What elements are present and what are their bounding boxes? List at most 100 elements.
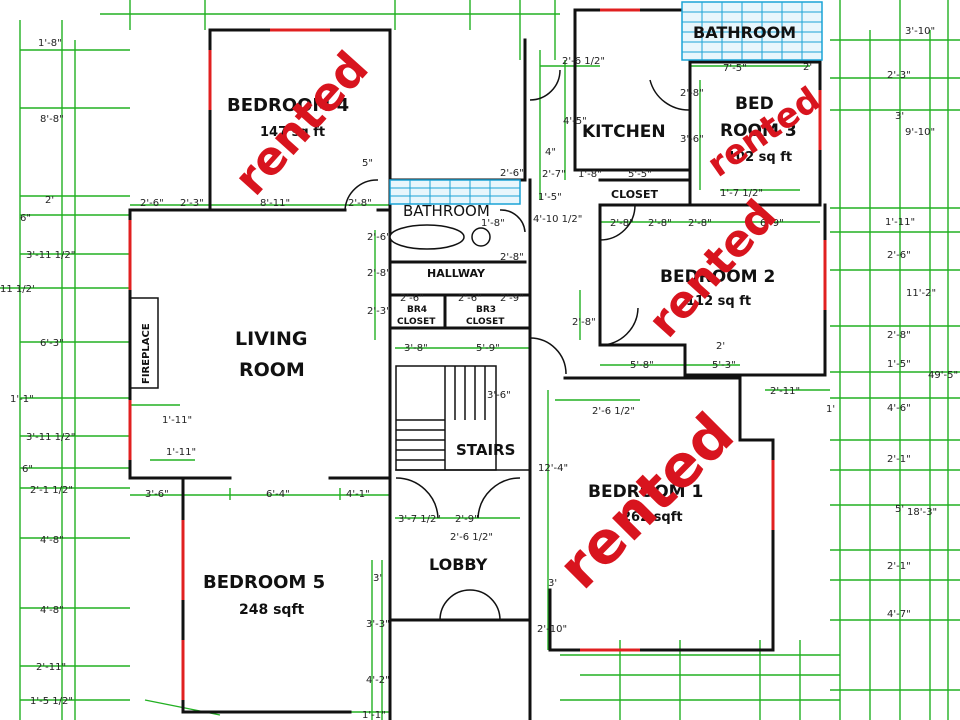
dim: 5" xyxy=(362,158,373,169)
dim: 2'-9" xyxy=(500,293,524,304)
lobby-label: LOBBY xyxy=(429,555,488,574)
dim: 18'-3" xyxy=(907,507,937,518)
room-labels: BEDROOM 4 147 sq ft BATHROOM KITCHEN BED… xyxy=(141,23,797,618)
dim: 2'-1 1/2" xyxy=(30,485,73,496)
dim: 3' xyxy=(895,111,904,122)
br4-closet-line1: BR4 xyxy=(407,305,427,315)
dim: 2'-1" xyxy=(887,454,911,465)
dim: 3'-6" xyxy=(487,390,511,401)
doors xyxy=(344,69,691,621)
dim: 3' xyxy=(373,573,382,584)
bedroom3-label-2: ROOM 3 xyxy=(720,121,797,141)
dim: 6" xyxy=(20,213,31,224)
dim: 7'-5" xyxy=(723,63,747,74)
dim: 1'-11" xyxy=(162,415,192,426)
bedroom2-area: 112 sq ft xyxy=(686,294,751,309)
dim: 4'-8" xyxy=(40,605,64,616)
dim: 2'-8" xyxy=(688,218,712,229)
dim: 2'-6" xyxy=(140,198,164,209)
bedroom4-label: BEDROOM 4 xyxy=(227,95,349,116)
dim: 5'-9" xyxy=(476,343,500,354)
dim: 2'-6" xyxy=(367,232,391,243)
dim: 5'-8" xyxy=(630,360,654,371)
dim: 3'-7 1/2" xyxy=(398,514,441,525)
dim: 2'-1" xyxy=(887,561,911,572)
br3-closet-line1: BR3 xyxy=(476,305,496,315)
dim: 3' xyxy=(548,578,557,589)
dim: 1'-8" xyxy=(578,169,602,180)
dim: 2'-6" xyxy=(400,293,424,304)
dim: 2'-8" xyxy=(348,198,372,209)
living-label-2: ROOM xyxy=(239,359,305,381)
bedroom4-area: 147 sq ft xyxy=(260,125,325,140)
dim: 2'-11" xyxy=(36,662,66,673)
dim: 4'-7" xyxy=(887,609,911,620)
dim: 3'-11 1/2" xyxy=(26,250,75,261)
dim: 2' xyxy=(803,62,812,73)
dim: 2'-8" xyxy=(572,317,596,328)
dim: 2' xyxy=(45,195,54,206)
dim: 6'-4" xyxy=(266,489,290,500)
dim: 2'-6 1/2" xyxy=(592,406,635,417)
dimension-labels: 1'-8" 8'-8" 2' 6" 3'-11 1/2" 11 1/2' 6'-… xyxy=(0,26,958,720)
dim: 2'-6" xyxy=(458,293,482,304)
dim: 2'-9" xyxy=(455,514,479,525)
stair-treads xyxy=(396,366,486,470)
dim: 8'-8" xyxy=(40,114,64,125)
dim: 2'-3" xyxy=(887,70,911,81)
bedroom1-area: 262 sqft xyxy=(622,510,683,525)
dim: 11 1/2' xyxy=(0,284,35,295)
dim: 2'-6 1/2" xyxy=(562,56,605,67)
dim: 1' xyxy=(826,404,835,415)
bedroom5-label: BEDROOM 5 xyxy=(203,572,325,593)
windows xyxy=(128,8,827,700)
fireplace-label: FIREPLACE xyxy=(141,323,152,384)
dim: 1'-8" xyxy=(481,218,505,229)
dim: 3'-8" xyxy=(404,343,428,354)
dim: 4'-2" xyxy=(366,675,390,686)
dim: 1'-1" xyxy=(362,710,386,720)
dim: 2'-3" xyxy=(180,198,204,209)
dim: 2'-11" xyxy=(770,386,800,397)
dim: 4" xyxy=(545,147,556,158)
br4-closet-line2: CLOSET xyxy=(397,317,436,327)
dim: 2'-3" xyxy=(367,306,391,317)
stairs-label: STAIRS xyxy=(456,441,515,459)
dim: 3'-10" xyxy=(905,26,935,37)
dim: 2'-7" xyxy=(542,169,566,180)
br3-closet-line2: CLOSET xyxy=(466,317,505,327)
dim: 2'-6" xyxy=(887,250,911,261)
dim: 1'-8" xyxy=(38,38,62,49)
rented-stamp-bedroom1: rented xyxy=(545,400,747,602)
dim: 3'-6" xyxy=(680,134,704,145)
dim: 2'-8" xyxy=(500,252,524,263)
dim: 2'-10" xyxy=(537,624,567,635)
bathroom-mid-label: BATHROOM xyxy=(403,202,490,220)
dim: 2'-6" xyxy=(500,168,524,179)
dim: 4'-8" xyxy=(40,535,64,546)
dim: 6'-9" xyxy=(760,218,784,229)
dim: 49'-5" xyxy=(928,370,958,381)
bedroom3-label-1: BED xyxy=(735,94,774,114)
dim: 12'-4" xyxy=(538,463,568,474)
dim: 8'-11" xyxy=(260,198,290,209)
dim: 5' xyxy=(895,504,904,515)
dim: 2'-6 1/2" xyxy=(450,532,493,543)
bedroom2-label: BEDROOM 2 xyxy=(660,267,775,287)
closet-label: CLOSET xyxy=(611,188,658,201)
dim: 4'-1" xyxy=(346,489,370,500)
hallway-label: HALLWAY xyxy=(427,267,486,280)
bathroom-fixtures xyxy=(389,1,823,250)
dim: 2' xyxy=(716,341,725,352)
rented-stamp-bedroom4: rented xyxy=(223,41,379,206)
dim: 4'-5" xyxy=(563,116,587,127)
dim: 1'-11" xyxy=(885,217,915,228)
dim: 2'-8" xyxy=(680,88,704,99)
living-label-1: LIVING xyxy=(235,328,307,350)
dim: 5'-3" xyxy=(712,360,736,371)
dim: 6" xyxy=(22,464,33,475)
dim: 2'-8" xyxy=(887,330,911,341)
dim: 4'-6" xyxy=(887,403,911,414)
